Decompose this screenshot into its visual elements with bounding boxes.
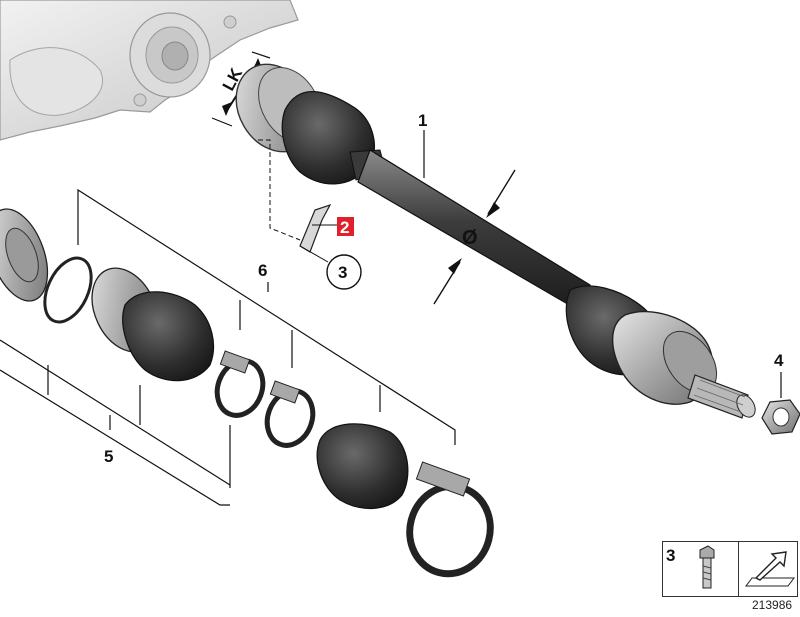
callout-5-label: 5 [104,447,113,466]
callout-4[interactable]: 4 [774,351,784,370]
callout-4-label: 4 [774,351,784,370]
kit-brackets [0,188,456,506]
callout-3-label: 3 [338,263,347,282]
callout-1-label: 1 [418,111,427,130]
legend-divider [738,541,739,597]
part5-joint-flange [0,208,49,302]
legend-bolt-icon [699,545,715,589]
legend-box [662,541,798,597]
callout-2-label: 2 [340,218,349,237]
callout-6-label: 6 [258,261,267,280]
part5-snap-ring [43,256,93,324]
callout-5[interactable]: 5 [104,447,113,466]
legend-arrow-icon [745,551,795,587]
clip-parts [258,139,337,263]
document-number: 213986 [752,598,793,612]
callout-3[interactable]: 3 [326,254,362,290]
part6-boot [316,423,409,510]
part6-clamp-large [406,461,494,578]
callout-3-circle [326,254,362,290]
drive-shaft-assembly [235,63,756,419]
differential-housing [0,0,299,141]
callout-6[interactable]: 6 [258,261,267,280]
part6-clamp-small-2 [264,380,316,448]
callout-2-highlight [337,217,354,236]
diameter-symbol: Ø [462,227,478,249]
part5-boot [91,267,215,382]
diameter-marker: Ø [433,169,516,305]
callout-1[interactable]: 1 [418,111,427,178]
legend-item-number: 3 [666,546,676,565]
nut-part [761,372,800,435]
part6-clamp-small-1 [214,350,266,418]
callout-2[interactable]: 2 [337,217,354,237]
